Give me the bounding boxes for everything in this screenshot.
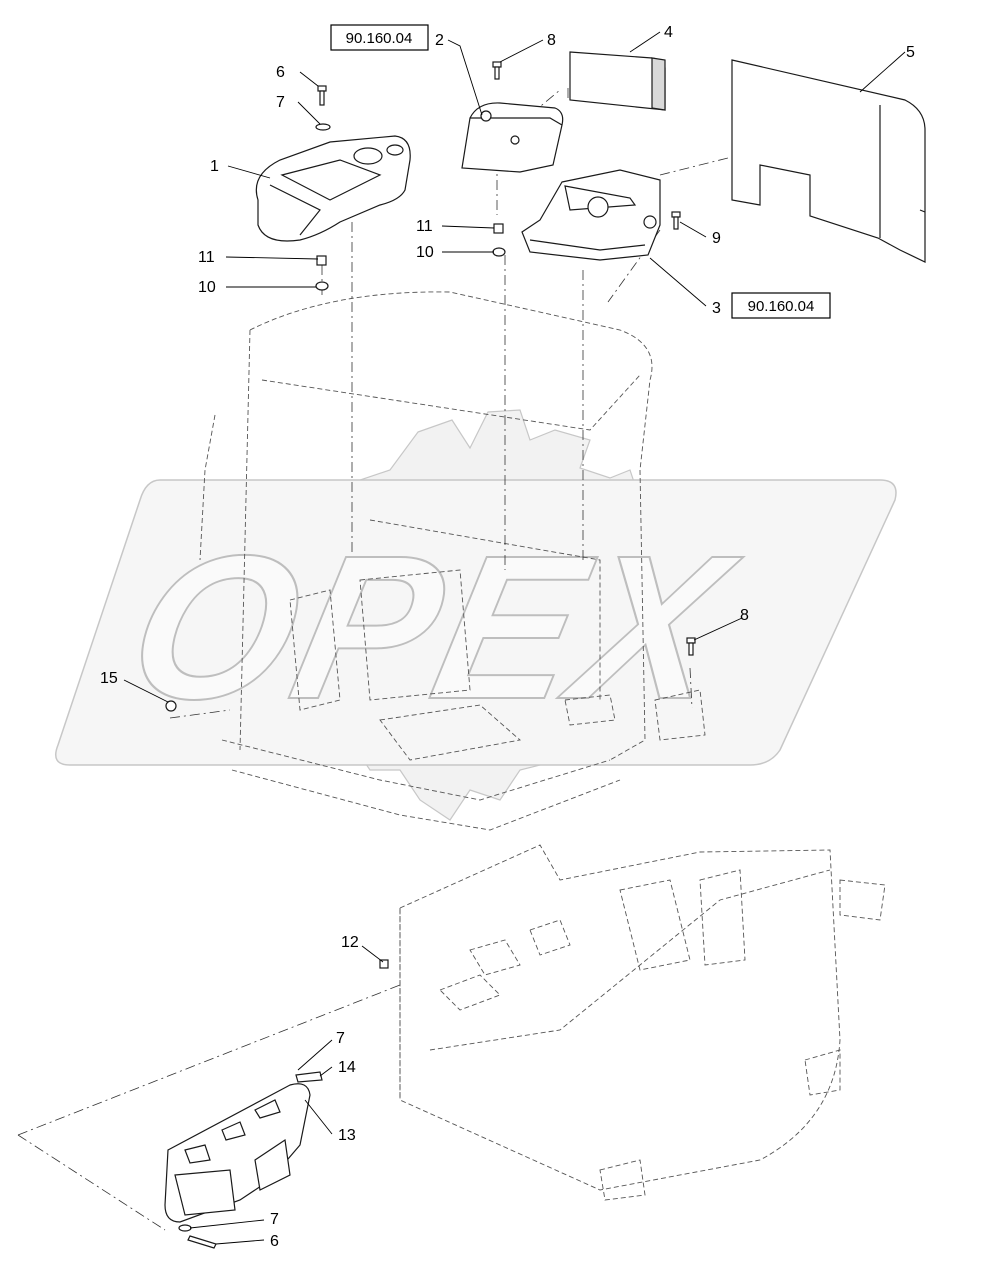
- callout-4: 4: [664, 24, 673, 41]
- callouts: 1 6 7 11 10 2 8 4 5 11 10 9 3 8 15 12 7 …: [100, 24, 915, 1250]
- cab-platform-lower: [399, 844, 886, 1201]
- callout-7-mid: 7: [336, 1030, 345, 1047]
- callout-2: 2: [435, 32, 444, 49]
- cab-roof-outline: [249, 291, 653, 471]
- washer-7-top: [315, 123, 331, 131]
- callout-10-center: 10: [416, 244, 434, 261]
- watermark-text: OPEX: [112, 512, 753, 741]
- ref-box-top-text: 90.160.04: [346, 30, 413, 47]
- part-1-console: [255, 135, 411, 242]
- part-4-pad: [569, 51, 666, 111]
- callout-6-lower: 6: [270, 1233, 279, 1250]
- watermark-banner: [55, 479, 897, 766]
- nut-10-center: [492, 247, 506, 257]
- part-5-panel: [731, 59, 926, 263]
- callout-10-left: 10: [198, 279, 216, 296]
- clip-12: [379, 959, 389, 969]
- clip-14: [295, 1071, 323, 1083]
- washer-11-center: [493, 223, 504, 234]
- part-13-bracket: [164, 1083, 311, 1223]
- callout-13: 13: [338, 1127, 356, 1144]
- callout-6-top: 6: [276, 64, 285, 81]
- callout-3: 3: [712, 300, 721, 317]
- leader-lines: [123, 31, 906, 1245]
- platform-outline: [399, 844, 841, 1191]
- nut-10-left: [315, 281, 329, 291]
- plug-15: [165, 700, 177, 712]
- callout-8-mid: 8: [740, 607, 749, 624]
- ref-box-top[interactable]: 90.160.04: [330, 24, 429, 51]
- callout-5: 5: [906, 44, 915, 61]
- screw-9: [671, 211, 681, 218]
- callout-11-left: 11: [198, 249, 215, 266]
- callout-7-lower: 7: [270, 1211, 279, 1228]
- callout-8-top: 8: [547, 32, 556, 49]
- fasteners: [165, 61, 696, 1249]
- screw-6-lower: [187, 1235, 217, 1249]
- screw-8-top: [492, 61, 502, 68]
- callout-14: 14: [338, 1059, 356, 1076]
- callout-15: 15: [100, 670, 118, 687]
- watermark: OPEX: [55, 409, 897, 821]
- callout-1: 1: [210, 158, 219, 175]
- washer-7-lower: [178, 1224, 192, 1232]
- cab-frame-upper: [199, 291, 706, 831]
- screw-6-top: [317, 85, 327, 92]
- washer-11-left: [316, 255, 327, 266]
- callout-11-center: 11: [416, 218, 433, 235]
- callout-9: 9: [712, 230, 721, 247]
- screw-8-mid: [686, 637, 696, 644]
- callout-7-top: 7: [276, 94, 285, 111]
- ref-box-right-text: 90.160.04: [748, 298, 815, 315]
- ref-box-right[interactable]: 90.160.04: [731, 292, 831, 319]
- part-3-lower-cover: [521, 169, 661, 261]
- part-2-upper-cover: [461, 102, 564, 173]
- callout-12: 12: [341, 934, 359, 951]
